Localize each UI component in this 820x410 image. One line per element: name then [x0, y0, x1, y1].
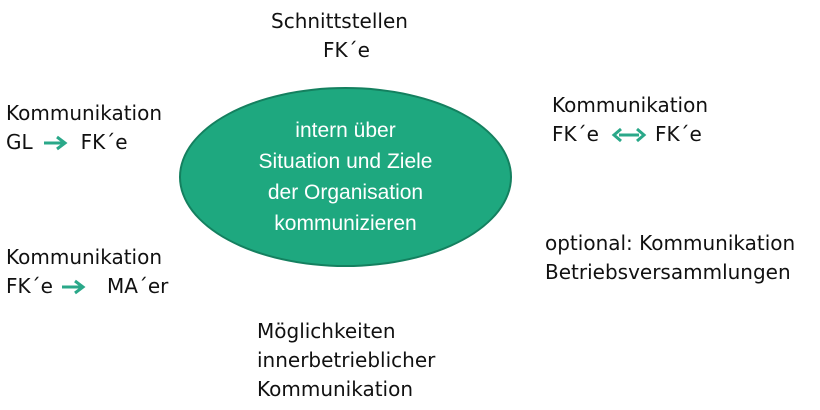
right-bottom-line-2: Betriebsversammlungen	[545, 260, 791, 284]
left-top-to: FK´e	[80, 130, 128, 154]
center-line-2: Situation und Ziele	[258, 150, 433, 173]
top-label-line-1: Schnittstellen	[271, 9, 408, 33]
bottom-line-2: innerbetrieblicher	[257, 348, 436, 372]
bottom-line-3: Kommunikation	[257, 377, 414, 401]
left-bottom-flow: FK´e MA´er	[6, 272, 168, 301]
right-bottom-line-1: optional: Kommunikation	[545, 231, 796, 255]
right-top-to: FK´e	[654, 122, 702, 146]
arrow-right-icon	[61, 279, 86, 294]
double-arrow-icon	[611, 127, 647, 142]
center-line-3: der Organisation	[267, 181, 424, 204]
arrow-right-icon	[43, 135, 68, 150]
left-top-label: Kommunikation GL FK´e	[6, 99, 162, 157]
bottom-label: Möglichkeiten innerbetrieblicher Kommuni…	[257, 317, 435, 404]
bottom-line-1: Möglichkeiten	[257, 319, 396, 343]
left-bottom-to: MA´er	[106, 274, 169, 298]
left-top-title: Kommunikation	[6, 101, 163, 125]
left-bottom-label: Kommunikation FK´e MA´er	[6, 243, 168, 301]
top-label: Schnittstellen FK´e	[271, 7, 408, 65]
right-top-label: Kommunikation FK´e FK´e	[552, 91, 708, 149]
left-top-flow: GL FK´e	[6, 128, 162, 157]
right-top-title: Kommunikation	[552, 93, 709, 117]
top-label-line-2: FK´e	[323, 38, 370, 62]
left-bottom-from: FK´e	[6, 274, 53, 298]
left-bottom-title: Kommunikation	[6, 245, 163, 269]
right-top-flow: FK´e FK´e	[552, 120, 708, 149]
center-ellipse: intern über Situation und Ziele der Orga…	[179, 87, 512, 267]
right-top-from: FK´e	[552, 122, 599, 146]
center-line-4: kommunizieren	[274, 212, 417, 235]
center-line-1: intern über	[295, 119, 396, 142]
right-bottom-label: optional: Kommunikation Betriebsversamml…	[545, 229, 795, 287]
left-top-from: GL	[6, 130, 33, 154]
